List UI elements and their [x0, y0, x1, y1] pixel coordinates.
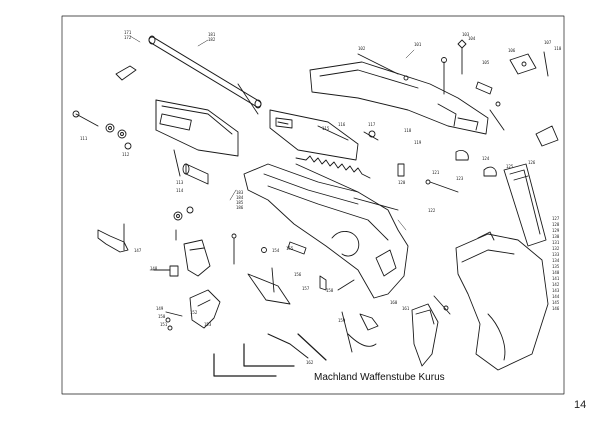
part-number-label: 159: [338, 318, 346, 323]
part-number-label: 102: [358, 46, 366, 51]
part-number-label: 118: [404, 128, 412, 133]
part-number-label: 103: [462, 32, 470, 37]
page-number: 14: [574, 399, 587, 411]
part-number-label: 112: [122, 152, 130, 157]
part-number-label: 153: [204, 322, 212, 327]
part-number-label: 116: [338, 122, 346, 127]
part-number-label: 150: [158, 314, 166, 319]
magazine-part: [503, 163, 547, 247]
bushing-part: [173, 149, 209, 185]
part-number-label: 106: [508, 48, 516, 53]
screw-group-top-right: [441, 39, 505, 131]
pin-washer-group: [72, 110, 132, 150]
trigger-part: [165, 289, 221, 331]
part-number-label: 107: [544, 40, 552, 45]
part-number-label: 117: [368, 122, 376, 127]
part-number-label: 129: [552, 228, 560, 233]
part-number-label: 181: [208, 32, 216, 37]
part-number-label: 172: [124, 35, 132, 40]
part-number-label: 182: [208, 37, 216, 42]
part-number-label: 142: [552, 282, 560, 287]
allen-key-group: [213, 333, 327, 377]
part-number-label: 101: [414, 42, 422, 47]
extractor-part: [115, 65, 137, 81]
caption: Machland Waffenstube Kurus: [314, 372, 445, 383]
rod-part: [353, 197, 399, 211]
part-number-label: 152: [190, 310, 198, 315]
part-number-label: 186: [236, 205, 244, 210]
guide-rod-part: [148, 35, 262, 115]
slide-part: [309, 53, 489, 135]
frame-part: [243, 163, 409, 299]
part-number-label: 131: [552, 240, 560, 245]
part-number-label: 143: [552, 288, 560, 293]
part-number-label: 119: [414, 140, 422, 145]
part-number-label: 125: [506, 164, 514, 169]
part-number-label: 145: [552, 300, 560, 305]
part-number-label: 127: [552, 216, 560, 221]
sheet-border: [61, 15, 565, 395]
part-number-label: 133: [552, 252, 560, 257]
part-number-label: 162: [306, 360, 314, 365]
part-number-label: 141: [552, 276, 560, 281]
sear-plate-part: [269, 109, 359, 161]
part-number-label: 111: [80, 136, 88, 141]
leader-lines: [129, 35, 415, 271]
hammer-part: [411, 295, 451, 367]
part-number-label: 132: [552, 246, 560, 251]
part-number-label: 115: [322, 126, 330, 131]
part-number-label: 147: [134, 248, 142, 253]
part-number-label: 156: [294, 272, 302, 277]
part-number-label: 105: [482, 60, 490, 65]
pin-group-middle: [173, 206, 355, 305]
part-number-label: 140: [552, 270, 560, 275]
part-number-label: 151: [160, 322, 168, 327]
disconnector-part: [153, 239, 211, 277]
part-number-label: 110: [554, 46, 562, 51]
part-number-label: 158: [326, 288, 334, 293]
part-number-label: 161: [402, 306, 410, 311]
part-number-label: 157: [302, 286, 310, 291]
rod-part: [429, 181, 459, 193]
grip-part: [455, 231, 549, 371]
part-number-label: 122: [428, 208, 436, 213]
part-number-label: 144: [552, 294, 560, 299]
part-number-label: 128: [552, 222, 560, 227]
part-number-label: 171: [124, 30, 132, 35]
part-number-label: 146: [552, 306, 560, 311]
catch-plate-part: [509, 51, 559, 147]
part-number-label: 104: [468, 36, 476, 41]
part-number-label: 114: [176, 188, 184, 193]
part-number-label: 154: [272, 248, 280, 253]
part-number-label: 130: [552, 234, 560, 239]
clip-part: [341, 311, 379, 353]
part-number-label: 134: [552, 258, 560, 263]
part-number-label: 148: [150, 266, 158, 271]
part-number-label: 160: [390, 300, 398, 305]
part-number-label: 121: [432, 170, 440, 175]
spring-part: [295, 155, 371, 179]
part-number-label: 113: [176, 180, 184, 185]
small-parts-center: [363, 130, 497, 177]
barrel-housing-part: [155, 99, 239, 157]
part-number-label: 135: [552, 264, 560, 269]
part-number-label: 123: [456, 176, 464, 181]
part-number-label: 149: [156, 306, 164, 311]
part-number-label: 155: [286, 246, 294, 251]
part-number-label: 185: [236, 200, 244, 205]
safety-lever-part: [97, 223, 129, 253]
part-number-label: 126: [528, 160, 536, 165]
part-number-label: 120: [398, 180, 406, 185]
part-number-label: 184: [236, 195, 244, 200]
part-number-label: 183: [236, 190, 244, 195]
part-number-label: 124: [482, 156, 490, 161]
